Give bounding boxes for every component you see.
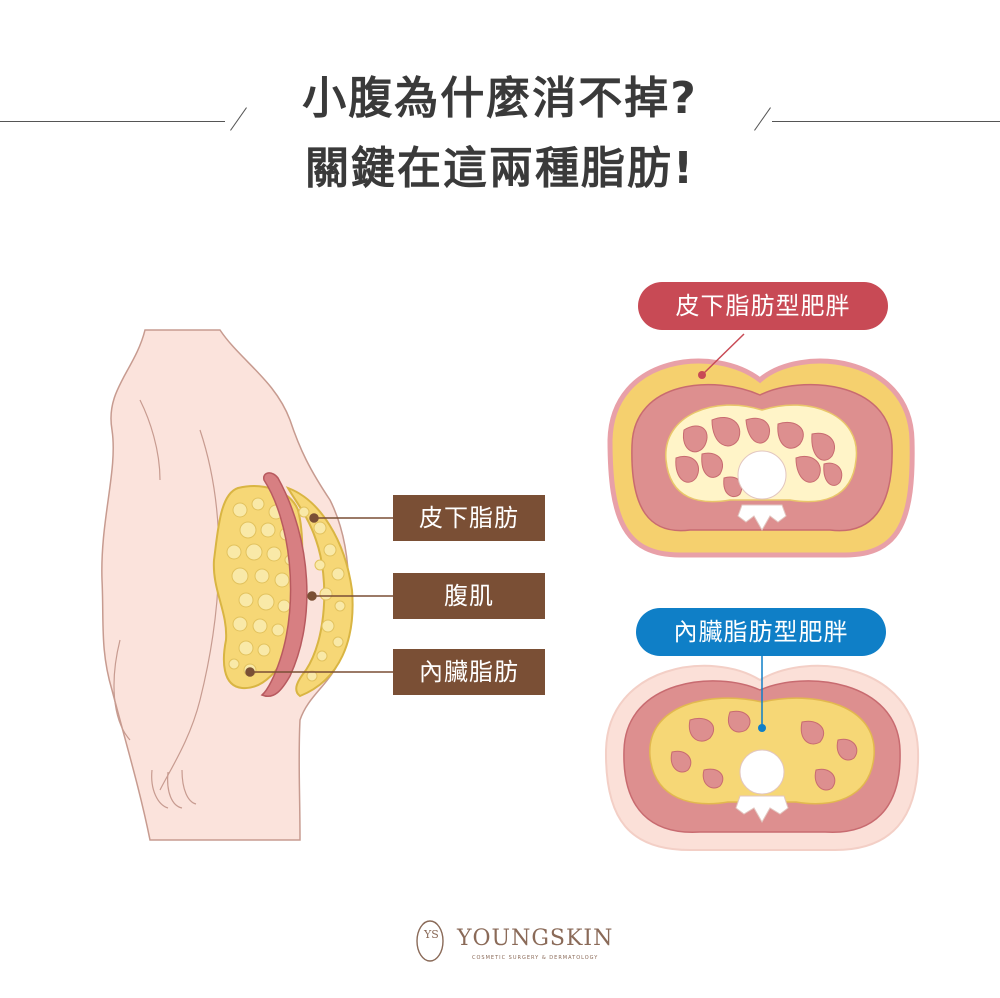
label-subcutaneous-fat: 皮下脂肪 [393,495,545,541]
visceral-type-cross-section [604,664,920,851]
pill-subcutaneous-type: 皮下脂肪型肥胖 [638,282,888,330]
subcutaneous-type-cross-section [607,358,915,558]
title-line-2: 關鍵在這兩種脂肪! [304,143,696,194]
visceral-fat-cross-section [212,485,304,690]
logo-tagline: COSMETIC SURGERY & DERMATOLOGY [472,955,599,961]
title-rule-left [0,121,225,122]
subcutaneous-fat-layer [285,486,354,698]
logo-mark-icon: YS [416,920,444,962]
title-line-1: 小腹為什麼消不掉? [302,73,698,124]
subcutaneous-type-leader [698,333,745,379]
pill-visceral-type: 內臟脂肪型肥胖 [636,608,886,656]
logo-mark-y: YS [423,928,439,941]
abdominal-muscle [260,472,308,697]
label-abdominal-muscle: 腹肌 [393,573,545,619]
label-visceral-fat: 內臟脂肪 [393,649,545,695]
visceral-type-leader [758,656,766,732]
title-area: 小腹為什麼消不掉? 關鍵在這兩種脂肪! [0,0,1000,200]
left-leader-lines [245,513,393,677]
logo-name: YOUNGSKIN [457,926,614,951]
title-rule-right [772,121,1000,122]
